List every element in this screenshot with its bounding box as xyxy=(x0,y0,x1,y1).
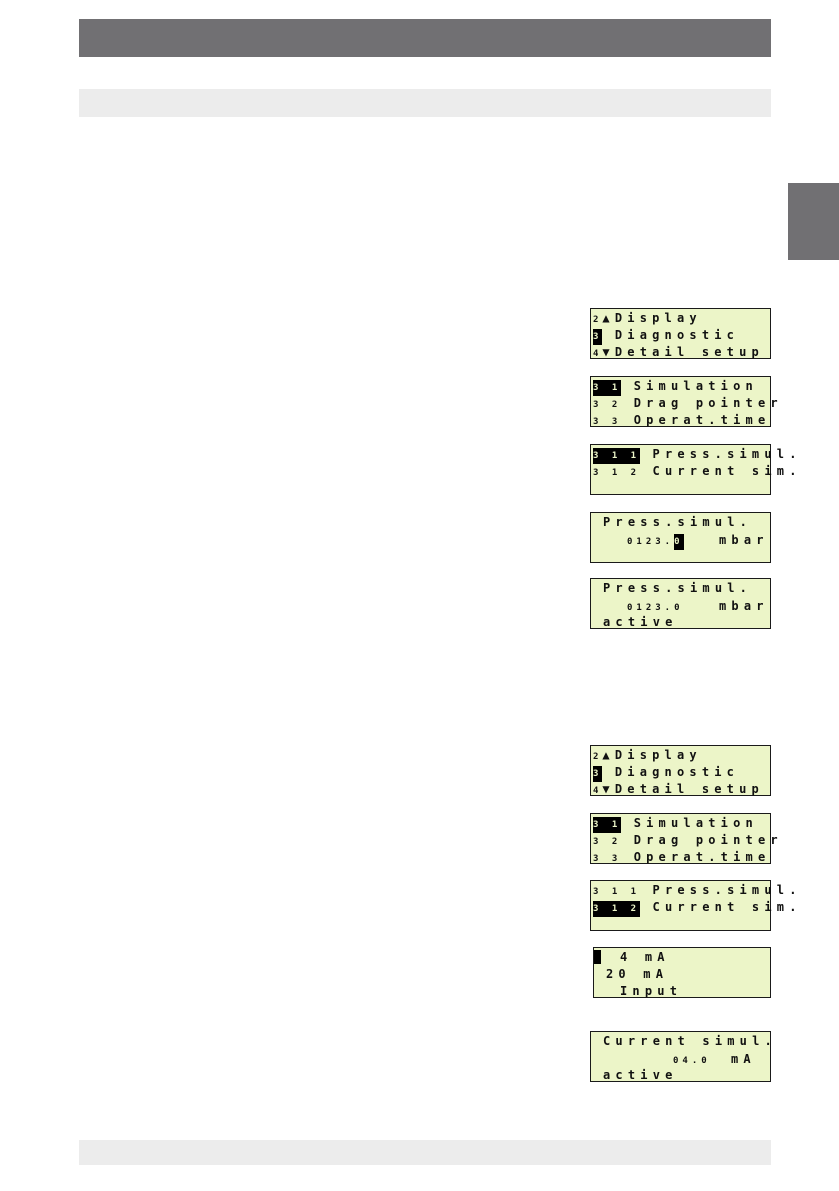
status-text: active xyxy=(603,1068,678,1082)
menu-item-drag-pointer: 3 2 Drag pointer xyxy=(593,396,783,410)
lcd-screen-press-simul-edit: Press.simul. 0123.0 mbar xyxy=(590,512,771,563)
menu-item-diagnostic: 3 Diagnostic xyxy=(593,764,739,782)
lcd-screen-main-menu: 2▲Display 3 Diagnostic 4▼Detail setup xyxy=(590,308,771,359)
screen-title: Press.simul. xyxy=(603,581,753,595)
screen-title: Current simul. xyxy=(603,1034,777,1048)
arrow-down-icon: ▼ xyxy=(602,345,615,359)
status-text: active xyxy=(603,615,678,629)
pressure-value-row: 0123.0 xyxy=(627,532,684,550)
menu-item-detail-setup: 4▼Detail setup xyxy=(593,345,764,359)
arrow-up-icon: ▲ xyxy=(602,748,615,762)
arrow-up-icon: ▲ xyxy=(602,311,615,325)
arrow-down-icon: ▼ xyxy=(602,782,615,796)
menu-item-current-sim: 3 1 2 Current sim. xyxy=(593,464,802,478)
menu-item-simulation: 3 1 Simulation xyxy=(593,815,758,833)
screen-title: Press.simul. xyxy=(603,515,753,529)
cursor-block-icon xyxy=(594,949,601,964)
current-value: 04.0 xyxy=(673,1056,711,1066)
menu-item-operat-time: 3 3 Operat.time xyxy=(593,413,771,427)
lcd-screen-main-menu: 2▲Display 3 Diagnostic 4▼Detail setup xyxy=(590,745,771,796)
menu-item-press-simul: 3 1 1 Press.simul. xyxy=(593,446,802,464)
option-20ma: 20 mA xyxy=(606,967,669,981)
chapter-side-tab xyxy=(788,183,839,260)
option-input: Input xyxy=(620,984,683,998)
footer-bar xyxy=(79,1140,771,1165)
lcd-screen-press-simul-active: Press.simul. 0123.0 mbar active xyxy=(590,578,771,629)
option-4ma: 4 mA xyxy=(620,950,670,964)
menu-item-press-simul: 3 1 1 Press.simul. xyxy=(593,883,802,897)
menu-item-display: 2▲Display xyxy=(593,311,702,325)
section-subheader-bar xyxy=(79,89,771,117)
lcd-screen-simulation-menu: 3 1 1 Press.simul. 3 1 2 Current sim. xyxy=(590,880,796,931)
menu-item-simulation: 3 1 Simulation xyxy=(593,378,758,396)
current-unit: mA xyxy=(731,1052,756,1066)
lcd-screen-current-simul-active: Current simul. 04.0 mA active xyxy=(590,1031,772,1082)
menu-item-display: 2▲Display xyxy=(593,748,702,762)
pressure-unit: mbar xyxy=(719,599,769,613)
pressure-value: 0123.0 xyxy=(627,603,684,613)
header-bar xyxy=(79,19,771,57)
lcd-screen-diagnostic-menu: 3 1 Simulation 3 2 Drag pointer 3 3 Oper… xyxy=(590,813,778,864)
menu-item-operat-time: 3 3 Operat.time xyxy=(593,850,771,864)
selection-cursor xyxy=(594,948,601,964)
pressure-unit: mbar xyxy=(719,533,769,547)
lcd-screen-diagnostic-menu: 3 1 Simulation 3 2 Drag pointer 3 3 Oper… xyxy=(590,376,778,427)
menu-item-diagnostic: 3 Diagnostic xyxy=(593,327,739,345)
menu-item-current-sim: 3 1 2 Current sim. xyxy=(593,899,802,917)
edit-cursor-digit: 0 xyxy=(674,534,684,550)
menu-item-drag-pointer: 3 2 Drag pointer xyxy=(593,833,783,847)
lcd-screen-simulation-menu: 3 1 1 Press.simul. 3 1 2 Current sim. xyxy=(590,444,796,495)
lcd-screen-current-select: 4 mA 20 mA Input xyxy=(593,947,771,998)
menu-item-detail-setup: 4▼Detail setup xyxy=(593,782,764,796)
